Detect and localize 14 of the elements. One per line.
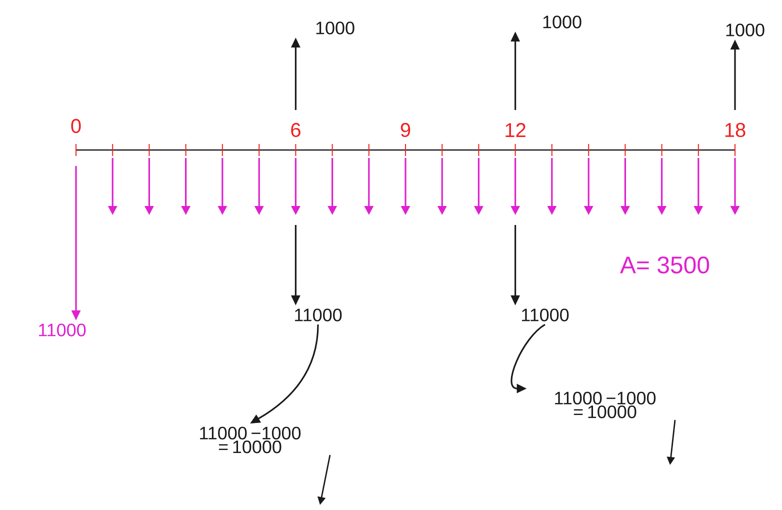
amount-label: 11000 −1000 = 10000	[555, 392, 656, 418]
period-number: 0	[71, 118, 81, 134]
amount-label: 11000	[295, 308, 342, 322]
payment-label: A= 3500	[620, 256, 710, 274]
amount-label: 1000	[543, 16, 582, 28]
period-number: 12	[506, 123, 526, 137]
period-number: 6	[291, 122, 300, 138]
amount-label: 11000	[39, 324, 86, 336]
amount-label: 11000 −1000 = 10000	[200, 426, 301, 454]
period-number: 9	[400, 122, 410, 138]
amount-label: 1000	[726, 24, 764, 36]
amount-label: 11000	[522, 308, 569, 322]
amount-label: 1000	[316, 22, 354, 34]
period-number: 18	[725, 122, 746, 138]
